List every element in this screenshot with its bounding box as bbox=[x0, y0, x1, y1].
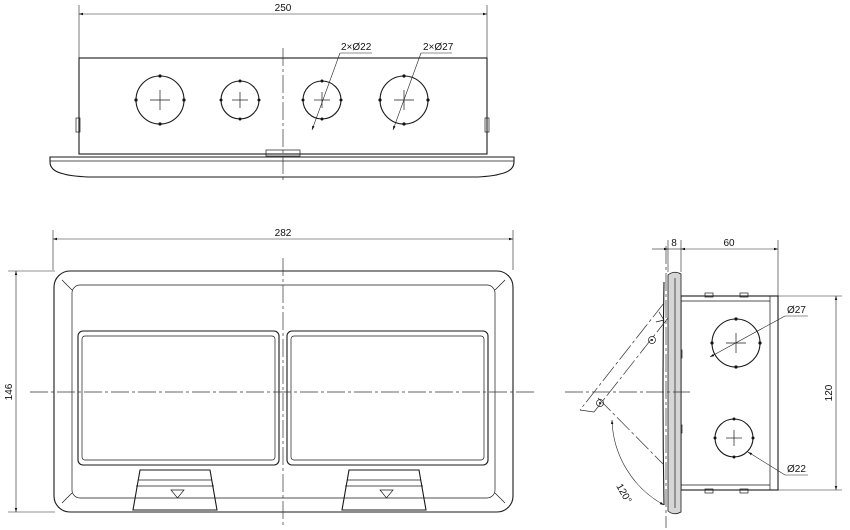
top-view: 250 bbox=[49, 3, 515, 182]
arrow-down-icon bbox=[379, 489, 394, 499]
side-small-hole-label: Ø22 bbox=[787, 464, 806, 475]
side-view: 8 60 120 120° bbox=[565, 238, 842, 528]
front-latch-left bbox=[132, 469, 218, 511]
hinge-icon bbox=[648, 336, 656, 344]
side-hole-small bbox=[713, 417, 755, 459]
side-flange-dimension: 8 bbox=[671, 238, 677, 249]
arrow-down-icon bbox=[170, 489, 185, 499]
top-large-hole-label: 2×Ø27 bbox=[423, 42, 454, 53]
side-depth-dimension: 60 bbox=[723, 238, 735, 249]
top-hole-2 bbox=[219, 79, 261, 121]
top-hole-3 bbox=[301, 79, 343, 121]
front-lid-right bbox=[286, 330, 489, 466]
side-height-dimension: 120 bbox=[824, 384, 835, 401]
hinge-icon bbox=[596, 399, 604, 407]
side-large-hole-label: Ø27 bbox=[787, 305, 806, 316]
top-width-dimension: 250 bbox=[275, 3, 292, 14]
front-view: 282 146 bbox=[4, 228, 535, 528]
side-angle-label: 120° bbox=[613, 482, 633, 505]
front-lid-left bbox=[77, 330, 280, 466]
side-angle-arc bbox=[610, 419, 665, 506]
top-hole-1 bbox=[134, 74, 186, 126]
front-latch-right bbox=[341, 469, 427, 511]
side-hole-large bbox=[710, 317, 762, 369]
front-height-dimension: 146 bbox=[4, 383, 15, 400]
front-outer-frame bbox=[53, 270, 514, 513]
top-small-hole-label: 2×Ø22 bbox=[341, 42, 372, 53]
side-flange bbox=[667, 271, 682, 515]
side-box-body bbox=[680, 295, 779, 491]
front-width-dimension: 282 bbox=[275, 228, 292, 239]
top-flange bbox=[49, 156, 515, 178]
